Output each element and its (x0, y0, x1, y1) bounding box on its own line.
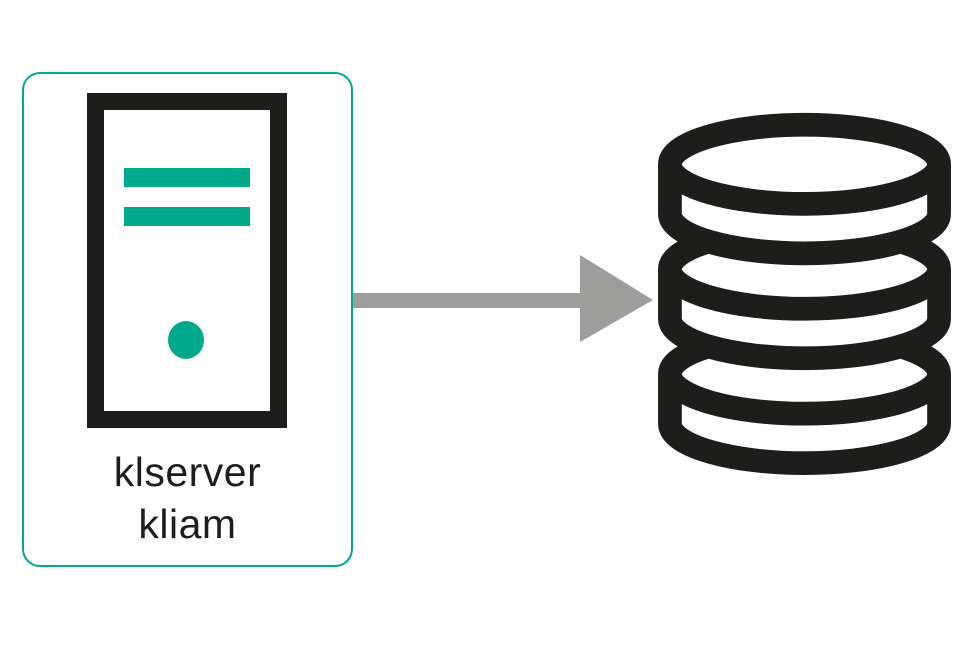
database-disk-top (658, 112, 951, 266)
server-node: klserver kliam (22, 72, 353, 567)
server-label: klserver kliam (24, 446, 351, 550)
server-drive-bar-top (124, 168, 250, 187)
arrow-right-icon (353, 255, 653, 342)
database-disk-middle (658, 217, 951, 371)
server-tower-icon (87, 93, 287, 428)
server-drive-bar-bottom (124, 207, 250, 226)
server-label-line2: kliam (138, 501, 237, 547)
arrow-shape (353, 255, 653, 342)
database-icon (658, 112, 951, 476)
server-chassis (87, 93, 287, 428)
server-power-led (168, 321, 204, 359)
server-label-line1: klserver (113, 449, 262, 495)
